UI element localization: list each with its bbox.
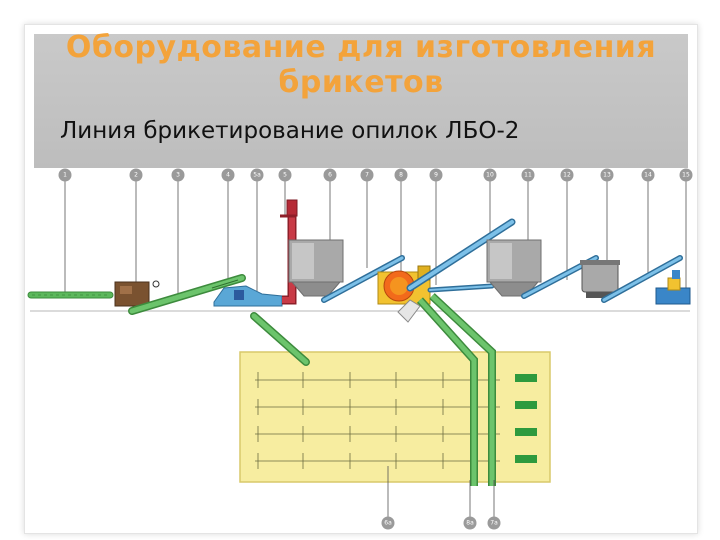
dryer-drum <box>377 265 431 323</box>
svg-text:8а: 8а <box>466 520 474 527</box>
screw-conveyor-long <box>406 218 516 293</box>
marker-14: 14 <box>641 168 655 182</box>
chopper-machine <box>114 280 160 307</box>
title-line-2: брикетов <box>278 65 444 100</box>
hopper-1 <box>288 239 344 297</box>
bottom-leader-lines <box>387 466 495 517</box>
svg-text:2: 2 <box>134 172 138 179</box>
marker-1: 1 <box>58 168 72 182</box>
marker-5a: 5а <box>250 168 264 182</box>
svg-text:12: 12 <box>563 172 571 179</box>
marker-13: 13 <box>600 168 614 182</box>
belt-conveyor <box>27 291 114 299</box>
marker-4: 4 <box>221 168 235 182</box>
svg-text:3: 3 <box>176 172 180 179</box>
svg-text:5а: 5а <box>253 172 261 179</box>
svg-text:10: 10 <box>486 172 494 179</box>
marker-9: 9 <box>429 168 443 182</box>
vertical-pipes <box>417 293 496 486</box>
screw-conveyor-3 <box>601 255 683 303</box>
svg-text:8: 8 <box>399 172 403 179</box>
chute-6a <box>250 312 310 366</box>
svg-text:7а: 7а <box>490 520 498 527</box>
svg-text:6а: 6а <box>384 520 392 527</box>
svg-text:9: 9 <box>434 172 438 179</box>
marker-7: 7 <box>360 168 374 182</box>
marker-7a: 7а <box>487 516 501 530</box>
marker-11: 11 <box>521 168 535 182</box>
marker-8a: 8а <box>463 516 477 530</box>
svg-text:5: 5 <box>283 172 287 179</box>
slide-subtitle: Линия брикетирование опилок ЛБО-2 <box>60 118 520 144</box>
fan-unit <box>213 285 283 307</box>
marker-2: 2 <box>129 168 143 182</box>
svg-text:11: 11 <box>524 172 532 179</box>
marker-3: 3 <box>171 168 185 182</box>
marker-15: 15 <box>679 168 693 182</box>
svg-text:13: 13 <box>603 172 611 179</box>
screw-conveyor-1 <box>321 255 405 303</box>
inclined-conveyor <box>128 274 246 315</box>
marker-6a: 6а <box>381 516 395 530</box>
svg-text:14: 14 <box>644 172 652 179</box>
title-line-1: Оборудование для изготовления <box>65 30 657 65</box>
header-band <box>34 34 688 168</box>
svg-text:4: 4 <box>226 172 230 179</box>
marker-12: 12 <box>560 168 574 182</box>
slide-title: Оборудование для изготовления брикетов <box>34 30 688 100</box>
briquetting-press <box>655 270 691 305</box>
svg-text:6: 6 <box>328 172 332 179</box>
marker-5: 5 <box>278 168 292 182</box>
marker-6: 6 <box>323 168 337 182</box>
storage-area <box>239 351 551 483</box>
marker-8: 8 <box>394 168 408 182</box>
svg-text:1: 1 <box>63 172 67 179</box>
svg-text:15: 15 <box>682 172 690 179</box>
mixer-vessel <box>580 260 620 298</box>
hopper-2 <box>486 239 542 297</box>
marker-10: 10 <box>483 168 497 182</box>
svg-text:7: 7 <box>365 172 369 179</box>
